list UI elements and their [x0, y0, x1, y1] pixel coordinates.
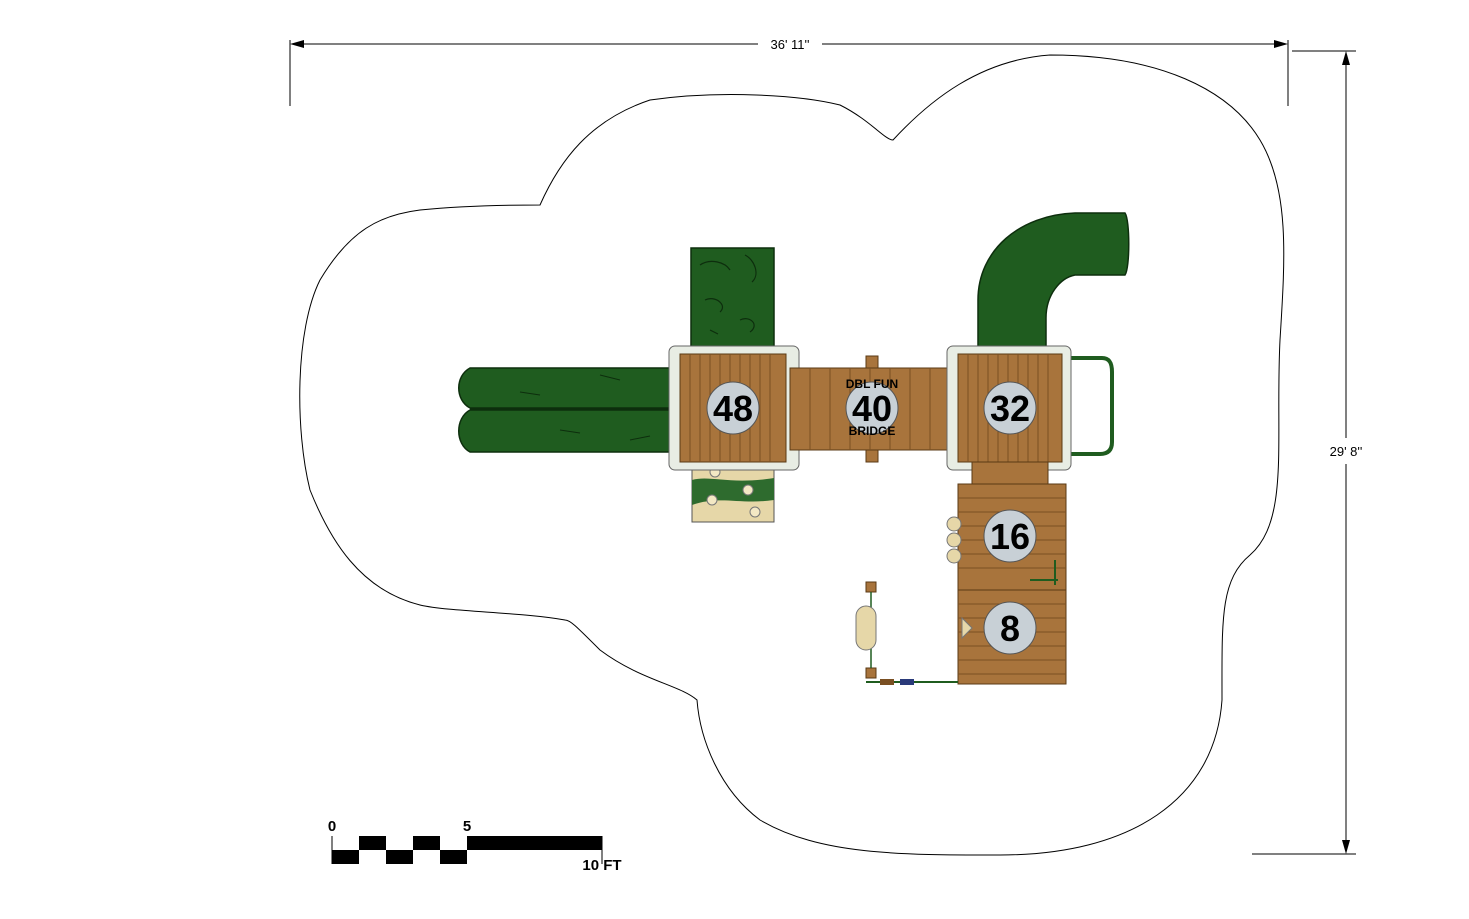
depth-label: 29' 8'' — [1330, 444, 1363, 459]
deck-48-label: 48 — [713, 388, 753, 429]
deck-32-label: 32 — [990, 388, 1030, 429]
deck-8-label: 8 — [1000, 608, 1020, 649]
bridge-caption-bottom: BRIDGE — [849, 424, 896, 438]
deck-16: 16 — [946, 483, 1067, 591]
width-dimension: 36' 11'' — [289, 37, 1289, 106]
tube-slide — [977, 212, 1130, 353]
scale-label-zero: 0 — [328, 818, 336, 835]
bridge-caption-top: DBL FUN — [846, 377, 898, 391]
twin-wave-slides — [458, 367, 681, 453]
depth-dimension: 29' 8'' — [1252, 50, 1363, 855]
swing-arm — [855, 581, 958, 685]
deck-8: 8 — [957, 589, 1067, 685]
climbing-panel — [691, 465, 775, 523]
deck-48: 48 — [668, 345, 800, 471]
scale-bar: 0 5 10 FT — [328, 818, 622, 874]
bridge-40-label: 40 — [852, 388, 892, 429]
scale-label-end: 10 FT — [582, 857, 621, 874]
scale-label-mid: 5 — [463, 818, 471, 835]
width-label: 36' 11'' — [770, 37, 809, 52]
deck-32: 32 — [946, 345, 1114, 471]
rock-wall — [690, 247, 775, 357]
bridge-40: DBL FUN 40 BRIDGE — [789, 355, 956, 463]
deck-16-label: 16 — [990, 516, 1030, 557]
